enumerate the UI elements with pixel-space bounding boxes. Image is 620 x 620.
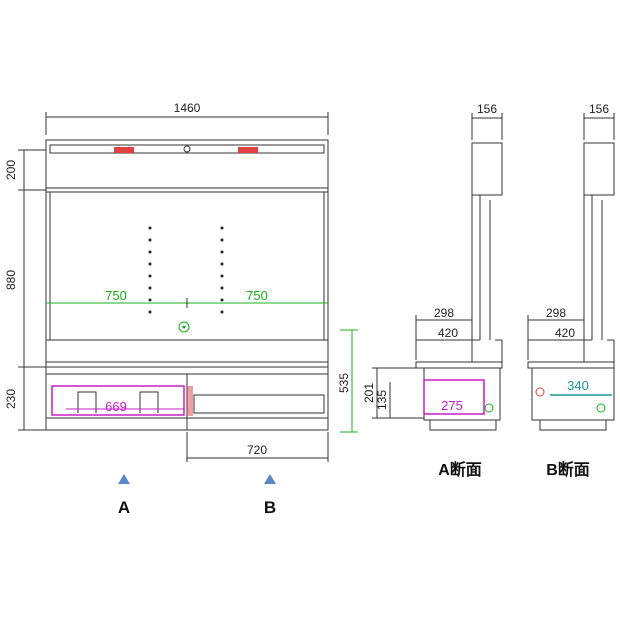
lower-board: [45, 339, 329, 363]
right-drawer: [193, 394, 325, 414]
left-bracket-2: [139, 391, 159, 413]
section-b-shelf-depth-1: 298: [546, 306, 566, 320]
left-drawer-highlight: [51, 385, 185, 416]
section-a-inner-depth: 275: [441, 398, 463, 413]
left-drawer-width-label: 669: [105, 399, 127, 414]
marker-a-icon: [118, 474, 130, 484]
dim-total-width: [45, 112, 329, 135]
section-b-inner-depth: 340: [567, 378, 589, 393]
marker-b-label: B: [264, 498, 276, 517]
section-b-depth-label: 156: [589, 102, 609, 116]
dim-left-verticals: [18, 149, 46, 431]
right-height-label: 535: [337, 373, 351, 393]
section-a-shelf-depth-2: 420: [438, 326, 458, 340]
section-b-shelf-depth-2: 420: [555, 326, 575, 340]
marker-b-icon: [264, 474, 276, 484]
center-hole: [183, 145, 191, 153]
section-b-caption: B断面: [546, 460, 590, 479]
left-span-label: 750: [105, 288, 127, 303]
marker-a-label: A: [118, 498, 130, 517]
section-a-shelf-depth-1: 298: [434, 306, 454, 320]
section-b-view: [527, 142, 615, 431]
section-a-caption: A断面: [438, 460, 482, 479]
total-width-label: 1460: [174, 101, 201, 115]
left-bracket-1: [77, 391, 97, 413]
right-span-label: 750: [246, 288, 268, 303]
mount-holes: [148, 226, 224, 314]
cable-hole-left: [114, 147, 134, 153]
dim-drawer-width: [186, 432, 329, 462]
section-a-drawer: [423, 379, 485, 415]
front-view: [45, 139, 329, 431]
section-b-dims: [527, 113, 615, 360]
middle-height-label: 880: [4, 270, 18, 290]
drawer-width-label: 720: [247, 443, 267, 457]
top-height-label: 200: [4, 160, 18, 180]
cable-hole-right: [238, 147, 258, 153]
section-a-view: [415, 142, 503, 431]
section-a-height-1: 201: [362, 383, 376, 403]
dim-right-height: [340, 329, 358, 433]
section-a-dims: [372, 113, 503, 419]
section-a-depth-label: 156: [477, 102, 497, 116]
green-marker: [178, 321, 190, 333]
section-a-height-2: 135: [375, 390, 389, 410]
bottom-height-label: 230: [4, 389, 18, 409]
top-rail: [49, 144, 325, 154]
